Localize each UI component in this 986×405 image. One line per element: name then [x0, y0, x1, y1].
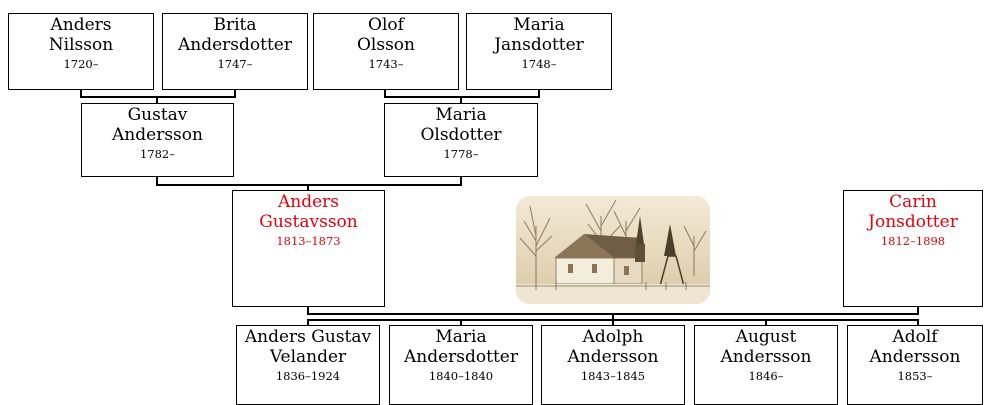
person-box-brita-andersdotter[interactable]: Brita Andersdotter 1747–: [162, 13, 308, 90]
person-box-gustav-andersson[interactable]: Gustav Andersson 1782–: [81, 103, 234, 177]
connector-line: [80, 89, 82, 98]
person-years: 1747–: [217, 57, 253, 71]
child-box[interactable]: August Andersson 1846–: [694, 325, 838, 405]
person-name: Andersdotter: [178, 35, 292, 55]
church-with-bell-tower-icon: [516, 196, 710, 304]
person-name: Anders: [50, 15, 112, 35]
person-name: Velander: [269, 347, 347, 367]
child-box[interactable]: Adolph Andersson 1843–1845: [541, 325, 685, 405]
person-name: Anders Gustav: [244, 327, 372, 347]
connector-line: [612, 313, 614, 321]
person-name: Anders: [277, 192, 340, 212]
connector-line: [234, 89, 236, 98]
person-years: 1840–1840: [428, 369, 494, 383]
person-box-olof-olsson[interactable]: Olof Olsson 1743–: [313, 13, 459, 90]
person-name: August: [735, 327, 797, 347]
connector-line: [156, 184, 462, 186]
person-years: 1748–: [521, 57, 557, 71]
person-name: Andersson: [112, 125, 203, 145]
connector-line: [612, 319, 614, 326]
person-years: 1846–: [748, 369, 784, 383]
connector-line: [156, 96, 158, 104]
connector-line: [307, 319, 309, 326]
connector-line: [460, 96, 462, 104]
person-box-maria-jansdotter[interactable]: Maria Jansdotter 1748–: [466, 13, 612, 90]
person-years: 1743–: [368, 57, 404, 71]
person-years: 1720–: [63, 57, 99, 71]
person-name: Andersson: [869, 347, 961, 367]
person-name: Gustav: [127, 105, 188, 125]
connector-line: [917, 306, 919, 315]
person-name: Nilsson: [48, 35, 114, 55]
connector-line: [538, 89, 540, 98]
person-name: Maria: [435, 105, 487, 125]
child-box[interactable]: Anders Gustav Velander 1836–1924: [236, 325, 380, 405]
connector-line: [156, 176, 158, 186]
connector-line: [460, 319, 462, 326]
person-name: Jansdotter: [494, 35, 584, 55]
person-years: 1843–1845: [580, 369, 646, 383]
person-name: Andersson: [720, 347, 812, 367]
person-years: 1853–: [897, 369, 933, 383]
connector-line: [765, 319, 767, 326]
person-name: Gustavsson: [259, 212, 358, 232]
person-box-carin-jonsdotter[interactable]: Carin Jonsdotter 1812–1898: [843, 190, 983, 307]
person-name: Brita: [213, 15, 257, 35]
person-years: 1782–: [139, 147, 176, 161]
person-years: 1778–: [443, 147, 479, 161]
person-name: Olsson: [356, 35, 415, 55]
person-name: Andersson: [567, 347, 659, 367]
connector-line: [460, 176, 462, 186]
person-name: Andersdotter: [404, 347, 518, 367]
person-years: 1836–1924: [275, 369, 341, 383]
person-name: Maria: [513, 15, 565, 35]
person-name: Olof: [368, 15, 404, 35]
person-name: Adolf: [892, 327, 938, 347]
church-photo: [516, 196, 710, 304]
person-name: Carin: [889, 192, 937, 212]
person-years: 1812–1898: [880, 234, 946, 248]
connector-line: [80, 96, 236, 98]
connector-line: [307, 306, 309, 315]
connector-line: [917, 319, 919, 326]
person-box-anders-nilsson[interactable]: Anders Nilsson 1720–: [8, 13, 154, 90]
connector-line: [384, 89, 386, 98]
connector-line: [384, 96, 540, 98]
person-name: Maria: [435, 327, 487, 347]
person-box-anders-gustavsson[interactable]: Anders Gustavsson 1813–1873: [232, 190, 385, 307]
person-years: 1813–1873: [276, 234, 341, 248]
person-box-maria-olsdotter[interactable]: Maria Olsdotter 1778–: [384, 103, 538, 177]
person-name: Jonsdotter: [868, 212, 958, 232]
person-name: Olsdotter: [420, 125, 502, 145]
child-box[interactable]: Adolf Andersson 1853–: [847, 325, 983, 405]
child-box[interactable]: Maria Andersdotter 1840–1840: [389, 325, 533, 405]
person-name: Adolph: [582, 327, 644, 347]
connector-line: [307, 184, 309, 191]
